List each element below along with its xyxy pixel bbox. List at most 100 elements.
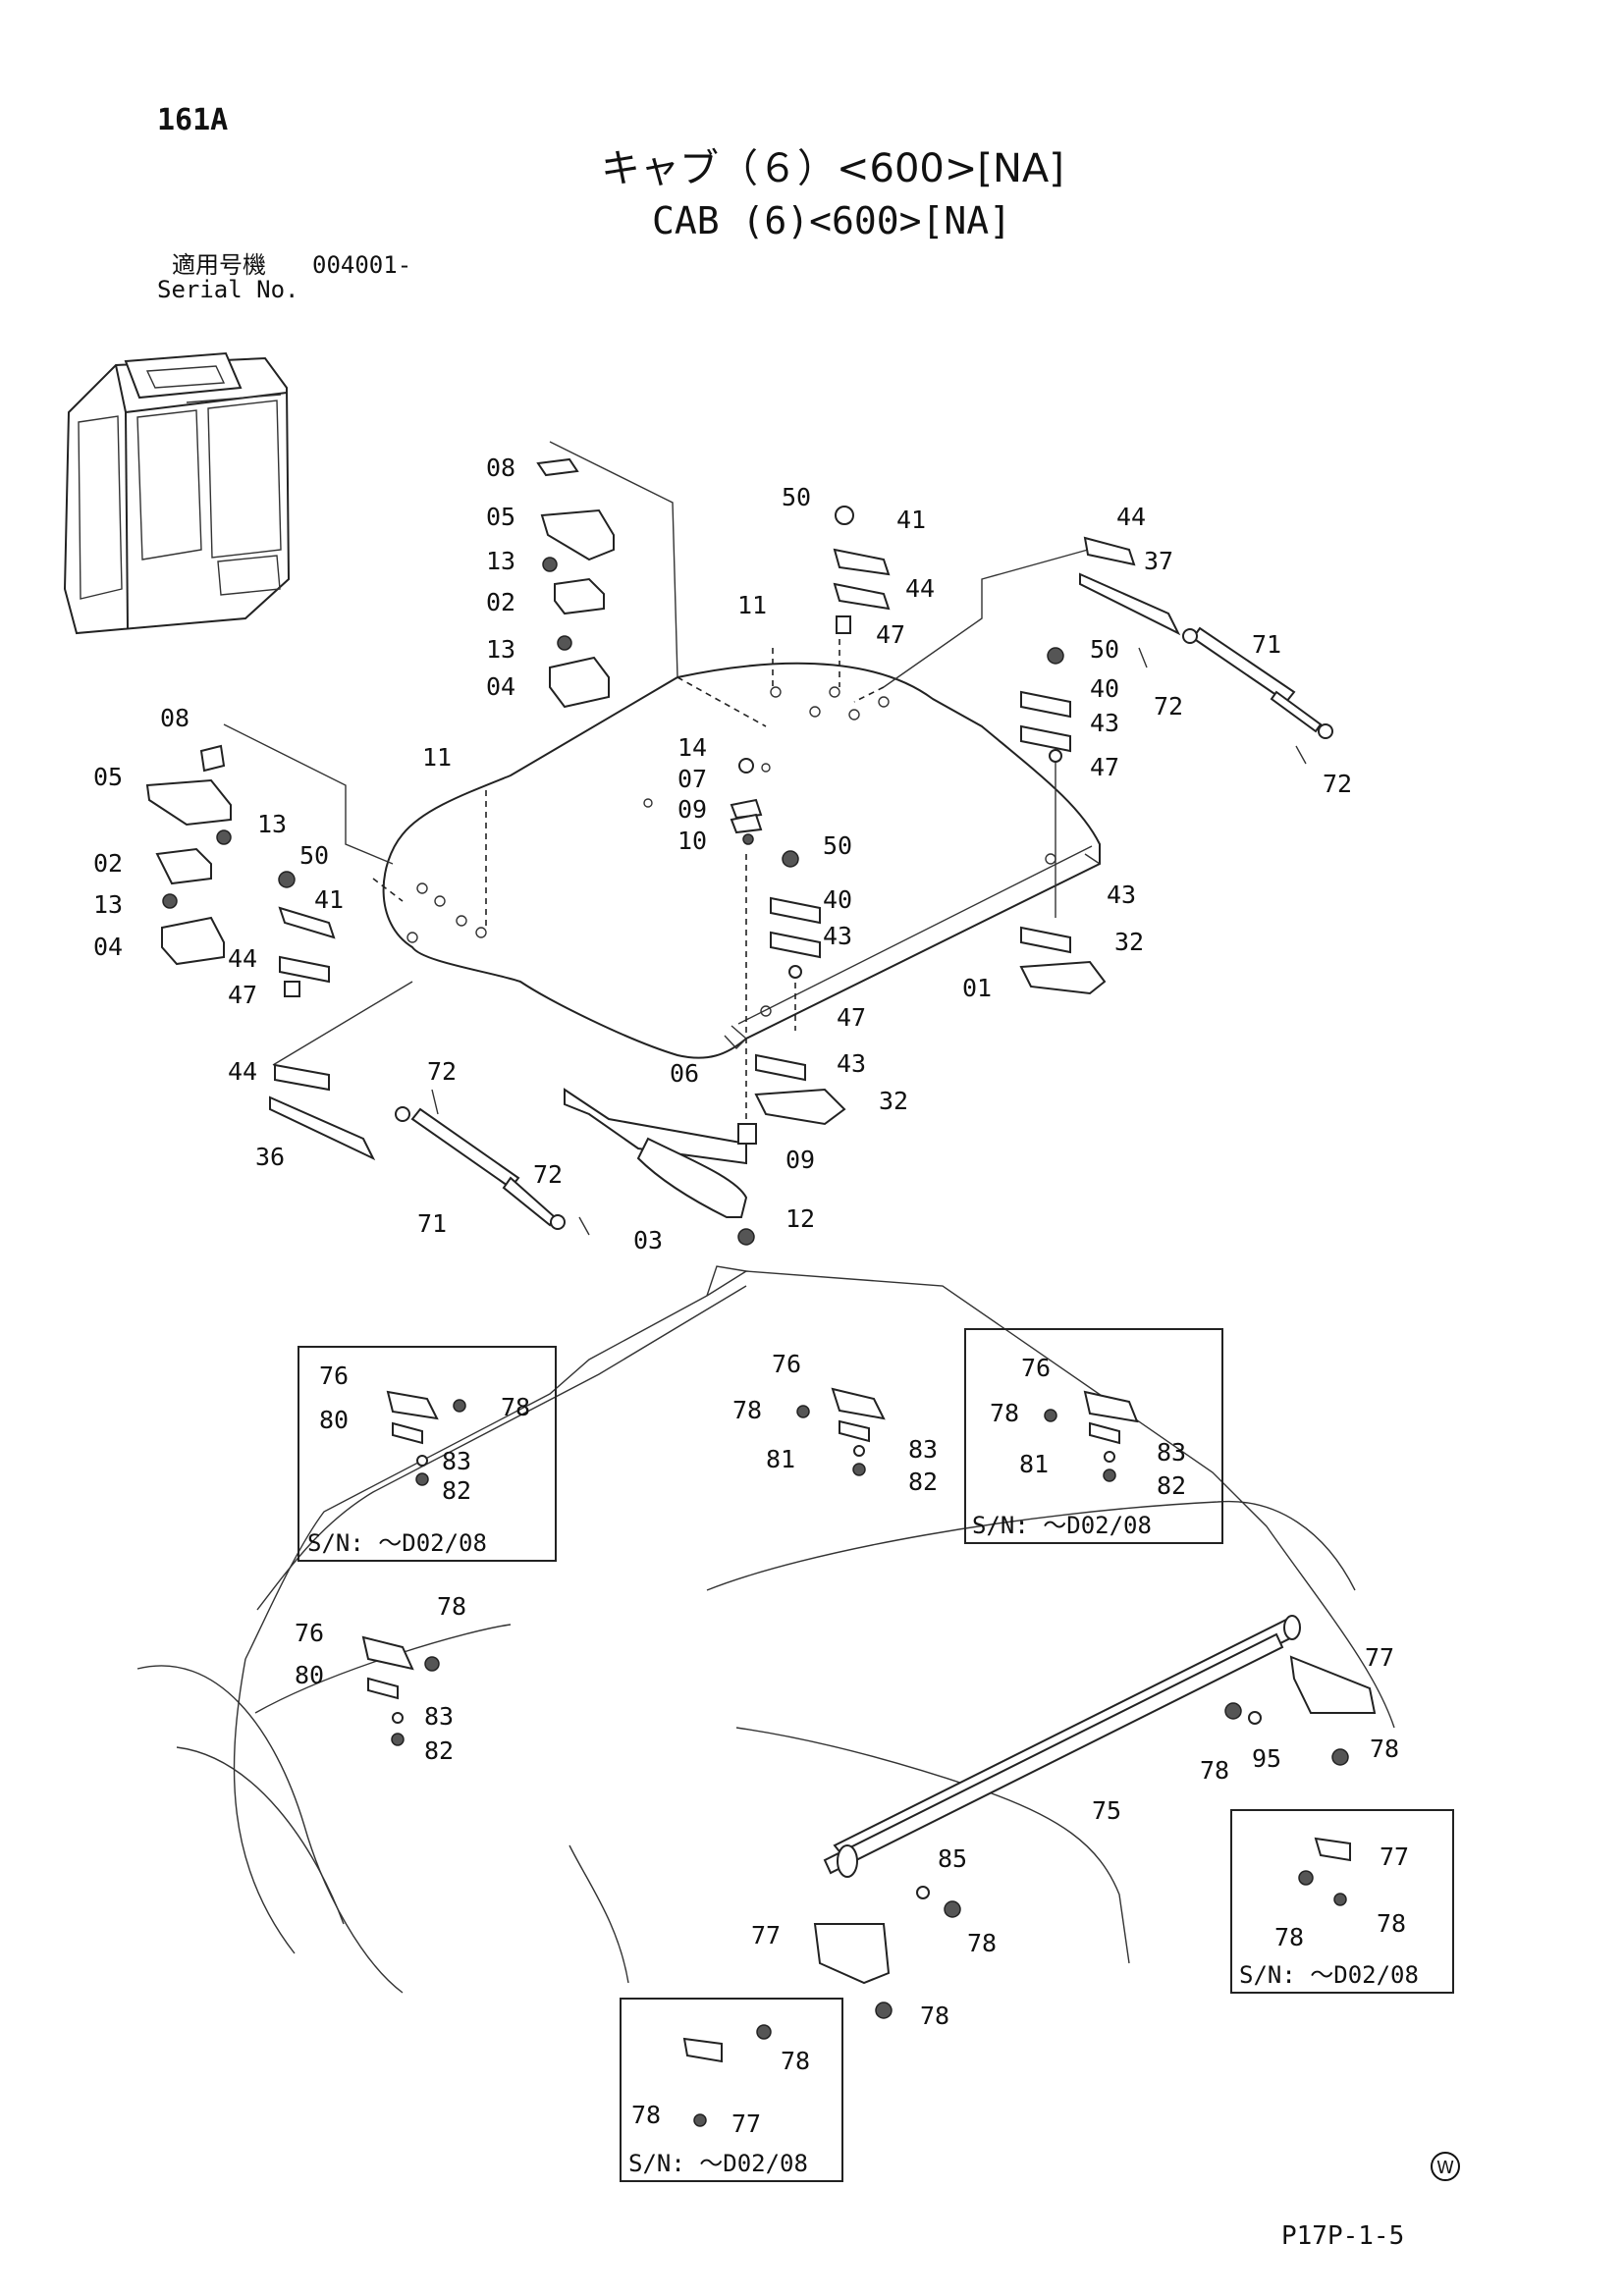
callout: 78 xyxy=(1274,1923,1304,1951)
callout: 40 xyxy=(1090,674,1119,703)
callout: 50 xyxy=(1090,635,1119,664)
leader-lines xyxy=(223,441,1089,1139)
callout: 83 xyxy=(424,1702,454,1731)
callout: 37 xyxy=(1144,547,1173,575)
callout: 03 xyxy=(633,1226,663,1255)
callout: 78 xyxy=(437,1592,466,1621)
callout: 47 xyxy=(228,981,257,1009)
callout: 10 xyxy=(677,827,707,855)
callout: 71 xyxy=(1252,630,1281,659)
callout: 05 xyxy=(93,763,123,791)
callout: 40 xyxy=(823,885,852,914)
inset-note-1: S/N: ～D02/08 xyxy=(307,1529,487,1557)
callout: 81 xyxy=(766,1445,795,1473)
lock-set-upper xyxy=(536,457,615,709)
serial-range: 004001- xyxy=(312,251,412,279)
callout: 81 xyxy=(1019,1450,1049,1478)
callout: 05 xyxy=(486,503,515,531)
serial-label-japanese: 適用号機 xyxy=(172,251,266,279)
title-english: CAB (6)<600>[NA] xyxy=(652,199,1012,242)
callout: 78 xyxy=(990,1399,1019,1427)
callout: 50 xyxy=(823,831,852,860)
callout: 12 xyxy=(785,1204,815,1233)
callout: 44 xyxy=(228,1057,257,1086)
inset-parts xyxy=(361,1387,1351,2127)
callout: 72 xyxy=(427,1057,457,1086)
callout: 76 xyxy=(772,1350,801,1378)
serial-label-english: Serial No. xyxy=(157,276,299,303)
callout: 80 xyxy=(319,1406,349,1434)
callout: 32 xyxy=(1114,928,1144,956)
callout: 72 xyxy=(533,1160,563,1189)
callout: 80 xyxy=(295,1661,324,1689)
callout: 77 xyxy=(1380,1842,1409,1871)
w-mark-icon: W xyxy=(1431,2152,1460,2181)
cab-thumbnail xyxy=(63,351,291,635)
callout: 78 xyxy=(1200,1756,1229,1785)
callout: 83 xyxy=(442,1447,471,1475)
callout: 13 xyxy=(93,890,123,919)
callout: 01 xyxy=(962,974,992,1002)
callout: 44 xyxy=(905,574,935,603)
callout: 14 xyxy=(677,733,707,762)
inset-box-3 xyxy=(1230,1809,1454,1994)
callout: 13 xyxy=(486,547,515,575)
callout: 78 xyxy=(732,1396,762,1424)
callout: 09 xyxy=(785,1146,815,1174)
lock-set-left xyxy=(145,744,232,966)
inset-box-1 xyxy=(298,1346,557,1562)
callout: 85 xyxy=(938,1844,967,1873)
callout: 77 xyxy=(731,2109,761,2138)
callout: 77 xyxy=(1365,1643,1394,1672)
callout: 09 xyxy=(677,795,707,824)
blind-brackets xyxy=(813,1655,1377,2019)
callout: 78 xyxy=(920,2002,949,2030)
callout: 08 xyxy=(160,704,189,732)
inset-box-2 xyxy=(964,1328,1223,1544)
callout: 11 xyxy=(422,743,452,772)
callout: 41 xyxy=(896,506,926,534)
callout: 78 xyxy=(967,1929,997,1957)
callout: 06 xyxy=(670,1059,699,1088)
callout: 43 xyxy=(823,922,852,950)
callout: 13 xyxy=(257,810,287,838)
callout: 83 xyxy=(1157,1438,1186,1467)
callout: 43 xyxy=(1107,881,1136,909)
inset-note-3: S/N: ～D02/08 xyxy=(1239,1961,1419,1989)
callout: 78 xyxy=(1370,1735,1399,1763)
callout: 02 xyxy=(93,849,123,878)
callout: 76 xyxy=(319,1362,349,1390)
callout: 11 xyxy=(737,591,767,619)
gas-struts xyxy=(395,626,1333,1236)
callout: 82 xyxy=(424,1736,454,1765)
callout: 44 xyxy=(228,944,257,973)
callout: 47 xyxy=(837,1003,866,1032)
callout: 72 xyxy=(1323,770,1352,798)
callout: 04 xyxy=(486,672,515,701)
page-code: 161A xyxy=(157,103,229,137)
callout: 77 xyxy=(751,1921,781,1949)
callout: 82 xyxy=(442,1476,471,1505)
callout: 95 xyxy=(1252,1744,1281,1773)
callout: 44 xyxy=(1116,503,1146,531)
callout: 07 xyxy=(677,765,707,793)
callout: 76 xyxy=(1021,1354,1051,1382)
callout: 43 xyxy=(1090,709,1119,737)
callout: 36 xyxy=(255,1143,285,1171)
callout: 47 xyxy=(876,620,905,649)
inset-box-4 xyxy=(620,1998,843,2182)
callout: 41 xyxy=(314,885,344,914)
callout: 08 xyxy=(486,454,515,482)
callout: 13 xyxy=(486,635,515,664)
callout: 32 xyxy=(879,1087,908,1115)
callout: 78 xyxy=(631,2101,661,2129)
callout: 50 xyxy=(299,841,329,870)
callout: 72 xyxy=(1154,692,1183,721)
callout: 82 xyxy=(908,1468,938,1496)
callout: 43 xyxy=(837,1049,866,1078)
callout: 04 xyxy=(93,933,123,961)
inset-note-4: S/N: ～D02/08 xyxy=(628,2150,808,2177)
callout: 83 xyxy=(908,1435,938,1464)
callout: 78 xyxy=(501,1393,530,1421)
